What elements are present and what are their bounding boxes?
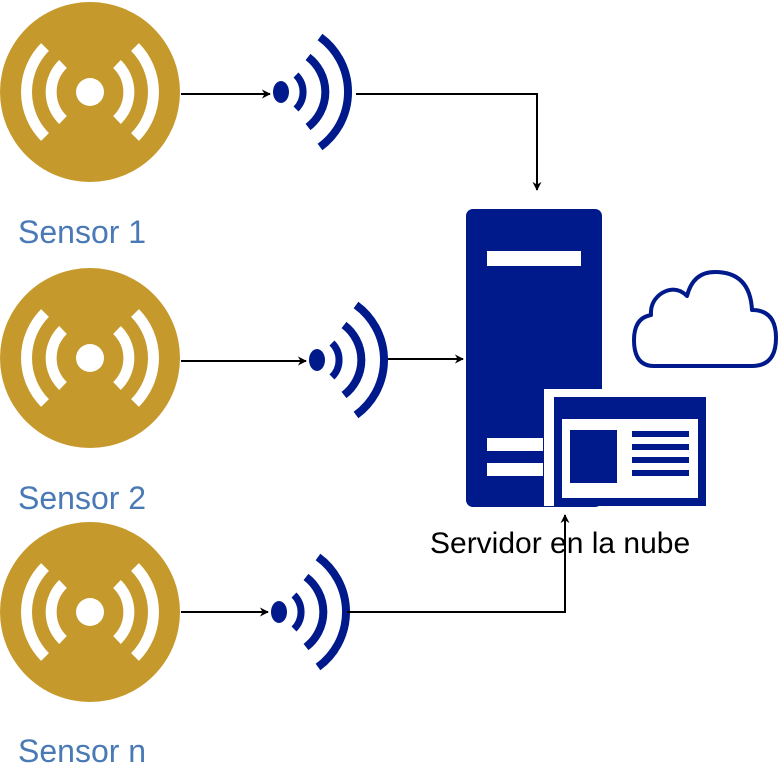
server-label: Servidor en la nube — [430, 527, 691, 560]
sensor-1-icon — [0, 2, 180, 182]
sensor-1-label: Sensor 1 — [18, 214, 147, 250]
sensor-2-icon — [0, 268, 180, 448]
sensor-n-label: Sensor n — [18, 733, 147, 769]
connector-signal-1-to-server — [356, 93, 542, 191]
cloud-icon — [632, 270, 778, 368]
wireless-signal-1-icon — [273, 37, 348, 147]
connector-signal-n-to-server — [347, 514, 570, 613]
wireless-signal-n-icon — [271, 557, 346, 667]
web-app-icon — [544, 389, 714, 506]
wireless-signal-2-icon — [309, 305, 384, 415]
sensor-2-label: Sensor 2 — [18, 480, 147, 516]
sensor-n-icon — [0, 522, 180, 702]
